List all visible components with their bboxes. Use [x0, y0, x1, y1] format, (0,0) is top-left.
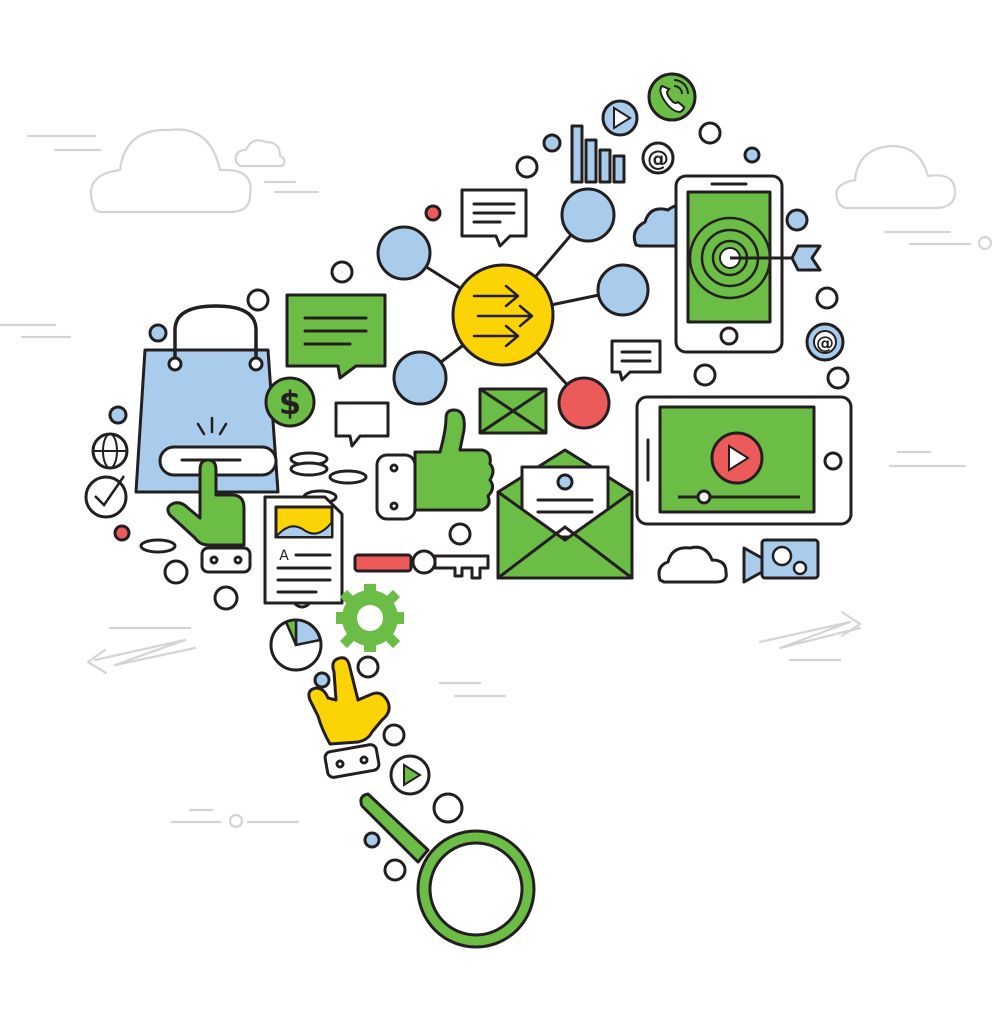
- pointing-hand-icon: [166, 458, 252, 574]
- cloud-outline-right: [835, 144, 957, 210]
- cloud-icon: [657, 545, 728, 584]
- key-icon: [353, 549, 490, 580]
- magnifier-icon: [359, 792, 536, 949]
- coin-stack-icon: [139, 451, 368, 554]
- at-sign-icon: @: [805, 322, 845, 362]
- shopping-bag-icon: [134, 304, 280, 494]
- decorative-dots-blue: [108, 133, 809, 849]
- envelope-icon: [496, 448, 634, 580]
- chat-bubble-icon: [460, 188, 528, 248]
- pointing-hand-icon: [307, 656, 391, 779]
- speed-lines: [0, 134, 972, 824]
- decorative-dots-red: [113, 204, 442, 542]
- smartphone-target-icon: [632, 174, 822, 354]
- chat-bubble-icon: [334, 401, 390, 448]
- svg-text:@: @: [647, 147, 669, 172]
- thumbs-up-icon: [375, 408, 495, 521]
- svg-text:@: @: [816, 333, 834, 354]
- play-circle-icon: [601, 99, 639, 137]
- camera-icon: [742, 538, 820, 584]
- envelope-icon: [478, 387, 548, 435]
- network-hub-icon: [376, 187, 650, 430]
- gear-icon: [336, 584, 404, 652]
- svg-text:A: A: [279, 548, 289, 564]
- pie-chart-icon: [269, 618, 323, 672]
- play-circle-icon: [389, 754, 431, 796]
- zigzag-arrow-right: [758, 610, 862, 650]
- chat-bubble-icon: [610, 339, 662, 382]
- document-icon: A: [263, 495, 344, 605]
- background-decoration: [0, 128, 993, 829]
- checkmark-icon: [84, 475, 128, 519]
- cloud-outline-left: [89, 128, 286, 214]
- at-sign-icon: @: [641, 141, 675, 175]
- chat-bubble-icon: [285, 293, 387, 380]
- phone-call-icon: [647, 72, 697, 122]
- svg-text:$: $: [279, 384, 301, 422]
- zigzag-arrow-left: [86, 638, 197, 675]
- video-player-icon: [635, 395, 853, 526]
- globe-icon: [91, 432, 129, 470]
- bar-chart-icon: [570, 124, 626, 184]
- dollar-coin-icon: $: [264, 376, 316, 428]
